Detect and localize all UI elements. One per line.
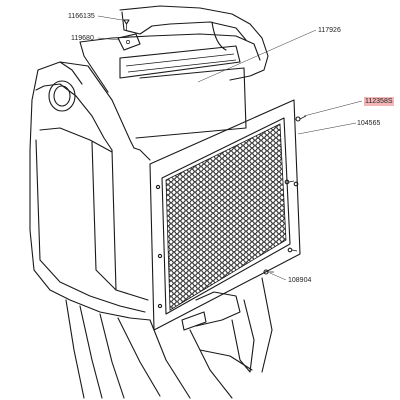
grille-panel [149,99,301,331]
screw-icon [155,184,161,190]
screw-icon [157,253,163,259]
screw-icon [123,19,130,30]
screw-icon [293,181,299,187]
screw-icon [157,303,163,309]
part-label-1166135: 1166135 [68,13,95,20]
bracket-icon [117,33,141,51]
part-label-117926: 117926 [318,27,341,34]
part-label-119680: 119680 [71,35,94,42]
part-label-112358S-highlighted: 112358S [364,97,394,106]
part-label-108904: 108904 [288,277,312,284]
screw-icon [263,269,274,275]
screw-icon [295,115,307,122]
screw-icon [287,247,298,253]
cooler-base-legs [65,277,273,399]
cooler-left-housing [29,61,151,321]
leader-lines [97,15,363,281]
part-label-104565: 104565 [357,120,381,127]
screw-group [117,19,307,309]
screw-icon [284,179,295,185]
cooler-top-housing [79,5,269,139]
